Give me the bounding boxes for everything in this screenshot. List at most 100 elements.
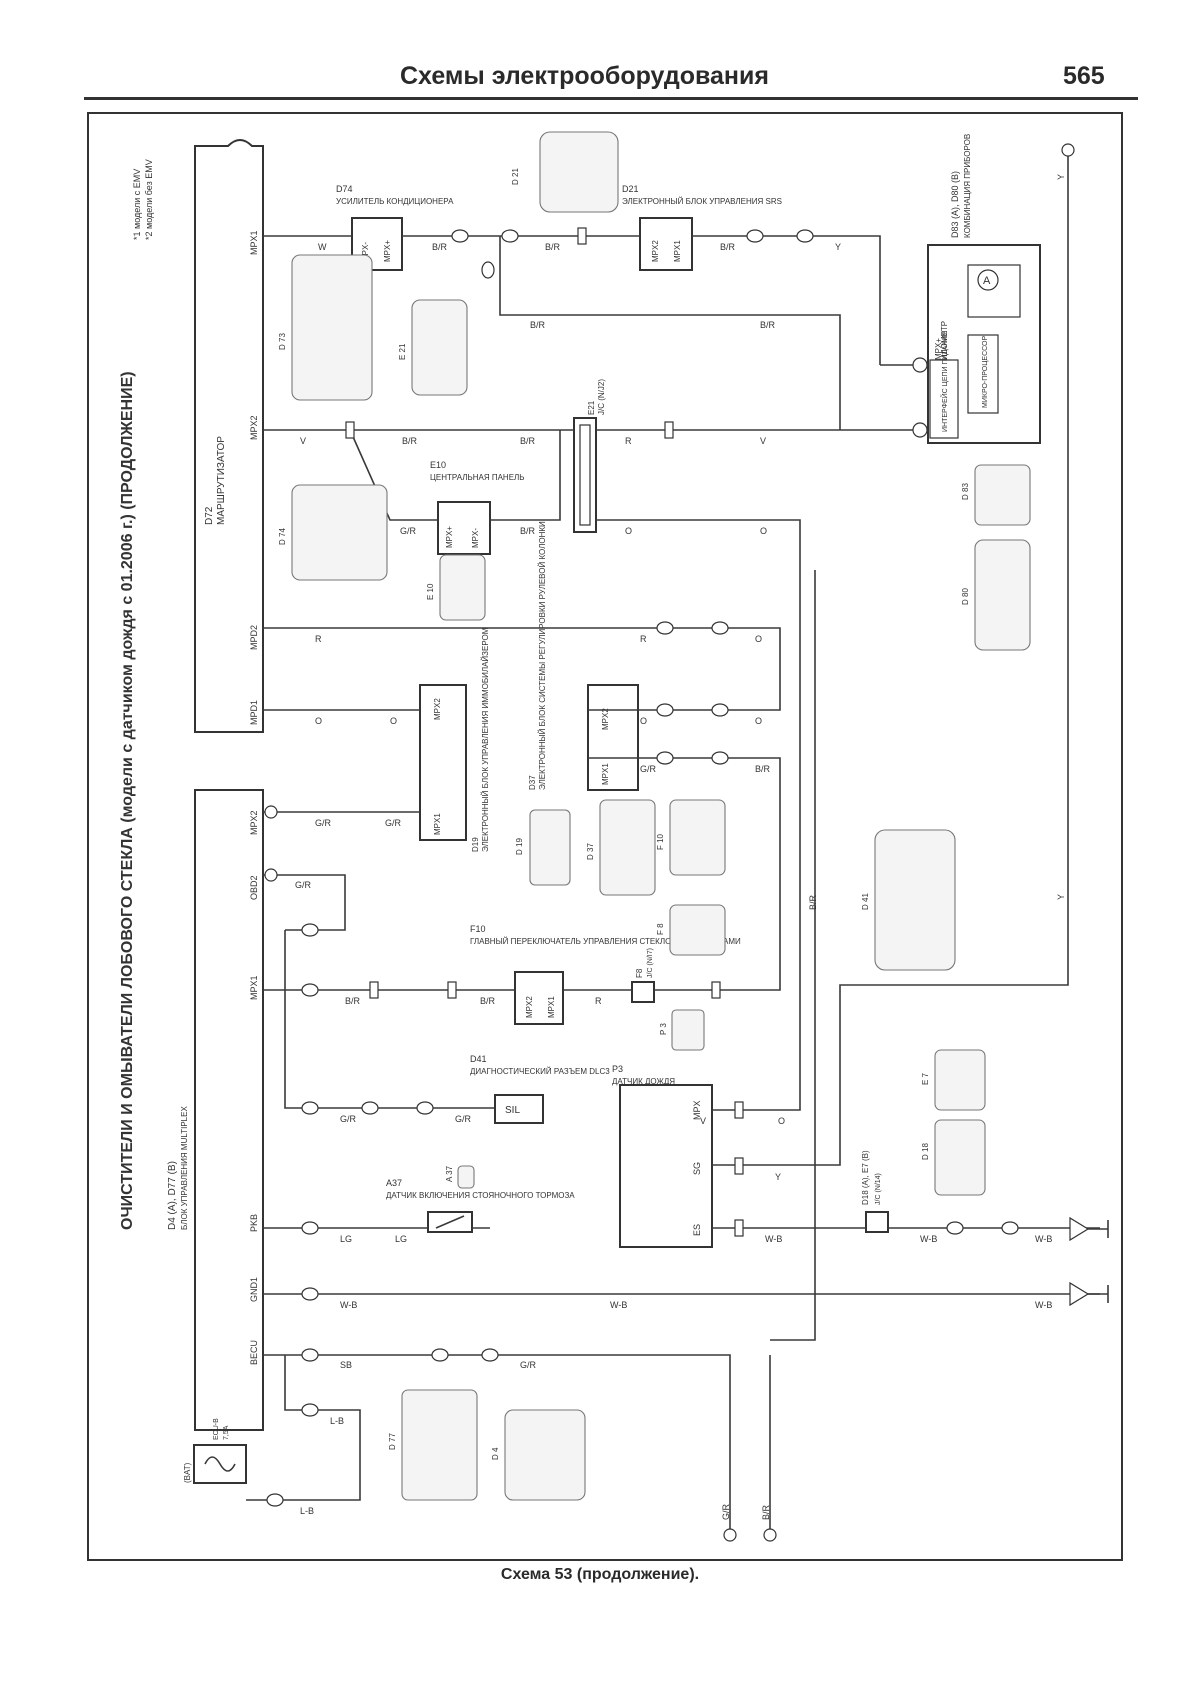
wire-label-br-12: B/R	[808, 894, 818, 910]
note-1: *1 модели с EMV	[132, 169, 142, 240]
p3-pin-sg: SG	[692, 1162, 702, 1175]
conn-label-f8: F 8	[656, 923, 665, 935]
wire-label-r-1: R	[625, 436, 632, 446]
d18-e7-code: D18 (А), E7 (В)	[861, 1150, 870, 1205]
ecu-b-fuse: (BAT) ECU-B 7,5A	[183, 1418, 247, 1484]
conn-label-e10: E 10	[426, 583, 435, 600]
multiplex-pin-mpx1: MPX1	[249, 975, 259, 1000]
d21-name: ЭЛЕКТРОННЫЙ БЛОК УПРАВЛЕНИЯ SRS	[622, 197, 782, 206]
d41-code: D41	[470, 1054, 487, 1064]
d21-srs-unit: D21 ЭЛЕКТРОННЫЙ БЛОК УПРАВЛЕНИЯ SRS MPX2…	[622, 184, 782, 271]
wire-label-v-1: V	[300, 436, 306, 446]
d37-steering-column-unit: D37 ЭЛЕКТРОННЫЙ БЛОК СИСТЕМЫ РЕГУЛИРОВКИ…	[528, 521, 639, 791]
wire-label-sb: SB	[340, 1360, 352, 1370]
wire-label-o-2: O	[760, 526, 767, 536]
wire-label-o-8: O	[778, 1116, 785, 1126]
multiplex-code: D4 (А), D77 (В)	[167, 1161, 178, 1230]
conn-label-d4: D 4	[491, 1447, 500, 1460]
conn-label-d21: D 21	[511, 168, 520, 185]
connector-sketches	[291, 131, 1031, 1501]
wire-label-gr-1: G/R	[400, 526, 417, 536]
multiplex-name: БЛОК УПРАВЛЕНИЯ MULTIPLEX	[180, 1106, 189, 1230]
wire-label-w: W	[318, 242, 327, 252]
wire-label-br-4: B/R	[530, 320, 546, 330]
conn-label-d19: D 19	[515, 838, 524, 855]
wire-label-lb-2: L-B	[300, 1506, 314, 1516]
microprocessor-label: МИКРО-ПРОЦЕССОР	[982, 336, 989, 408]
d37-code: D37	[528, 775, 537, 790]
d21-pin-mpx1: MPX1	[673, 240, 682, 262]
wire-label-wb-3: W-B	[1035, 1234, 1052, 1244]
wire-label-r-4: R	[595, 996, 602, 1006]
p3-pin-es: ES	[692, 1224, 702, 1236]
conn-label-d77: D 77	[388, 1433, 397, 1450]
d41-name: ДИАГНОСТИЧЕСКИЙ РАЗЪЕМ DLC3	[470, 1067, 610, 1076]
multiplex-pin-pkb: PKB	[249, 1214, 259, 1232]
d21-pin-mpx2: MPX2	[651, 240, 660, 262]
multiplex-control-block: D4 (А), D77 (В) БЛОК УПРАВЛЕНИЯ MULTIPLE…	[167, 789, 264, 1431]
diagram-title: ОЧИСТИТЕЛИ И ОМЫВАТЕЛИ ЛОБОВОГО СТЕКЛА (…	[119, 371, 136, 1230]
wire-label-y-1: Y	[835, 242, 841, 252]
f10-pin-mpx2: MPX2	[525, 996, 534, 1018]
diagram-frame	[87, 112, 1123, 1561]
e10-pin-plus: MPX+	[445, 526, 454, 548]
d19-name: ЭЛЕКТРОННЫЙ БЛОК УПРАВЛЕНИЯ ИММОБИЛАЙЗЕР…	[481, 627, 490, 852]
wire-label-o-1: O	[625, 526, 632, 536]
p3-rain-sensor: P3 ДАТЧИК ДОЖДЯ MPX SG ES	[612, 1064, 713, 1248]
wire-label-br-8: B/R	[520, 526, 536, 536]
d74-pin-plus: MPX+	[383, 240, 392, 262]
wire-label-r-3: R	[640, 634, 647, 644]
f10-name: ГЛАВНЫЙ ПЕРЕКЛЮЧАТЕЛЬ УПРАВЛЕНИЯ СТЕКЛОП…	[470, 937, 741, 946]
conn-label-a37: A 37	[445, 1165, 454, 1182]
p3-name: ДАТЧИК ДОЖДЯ	[612, 1077, 675, 1086]
conn-label-d41: D 41	[861, 893, 870, 910]
conn-label-d80: D 80	[961, 588, 970, 605]
wire-label-br-5: B/R	[760, 320, 776, 330]
d41-pin-sil: SIL	[505, 1105, 520, 1116]
f10-pin-mpx1: MPX1	[547, 996, 556, 1018]
wire-label-br-10: B/R	[345, 996, 361, 1006]
wire-label-gr-4: G/R	[385, 818, 402, 828]
d18-e7-junction: D18 (А), E7 (В) J/C (N/14)	[861, 1150, 889, 1233]
combination-meter: D83 (А), D80 (В) КОМБИНАЦИЯ ПРИБОРОВ A С…	[927, 134, 1041, 444]
e21-code: E21	[587, 400, 596, 415]
e10-pin-minus: MPX-	[471, 528, 480, 548]
fuse-name: ECU-B	[213, 1418, 220, 1440]
d74-name: УСИЛИТЕЛЬ КОНДИЦИОНЕРА	[336, 197, 454, 206]
wire-label-gr-9: G/R	[721, 1503, 731, 1520]
wire-label-y-4: Y	[1056, 174, 1066, 180]
wire-label-o-3: O	[755, 634, 762, 644]
wire-label-wb-4: W-B	[340, 1300, 357, 1310]
d74-code: D74	[336, 184, 353, 194]
conn-label-e7: E 7	[921, 1072, 930, 1085]
d19-pin-mpx2: MPX2	[433, 698, 442, 720]
d19-pin-mpx1: MPX1	[433, 813, 442, 835]
wiring	[246, 155, 1100, 1530]
wire-label-gr-8: G/R	[520, 1360, 537, 1370]
wire-label-v-2: V	[760, 436, 766, 446]
conn-label-e21: E 21	[398, 343, 407, 360]
d72-pin-mpx2: MPX2	[249, 415, 259, 440]
fuse-source: (BAT)	[183, 1462, 192, 1483]
conn-label-d74: D 74	[278, 528, 287, 545]
wire-label-br-6: B/R	[402, 436, 418, 446]
ground-symbols	[1069, 1216, 1109, 1307]
wire-label-y-2: Y	[775, 1172, 781, 1182]
d37-name: ЭЛЕКТРОННЫЙ БЛОК СИСТЕМЫ РЕГУЛИРОВКИ РУЛ…	[538, 521, 547, 790]
f8-junction: F8 J/C (N/I7)	[631, 948, 655, 1003]
wire-label-br-11: B/R	[480, 996, 496, 1006]
d72-pin-mpd2: MPD2	[249, 625, 259, 650]
wire-label-wb-1: W-B	[765, 1234, 782, 1244]
wire-label-wb-2: W-B	[920, 1234, 937, 1244]
wire-label-br-7: B/R	[520, 436, 536, 446]
f8-name: J/C (N/I7)	[647, 948, 654, 978]
d72-code: D72	[204, 506, 215, 525]
d41-dlc3-connector: SIL D41 ДИАГНОСТИЧЕСКИЙ РАЗЪЕМ DLC3	[470, 1054, 610, 1124]
wire-label-br-3: B/R	[720, 242, 736, 252]
conn-label-d83: D 83	[961, 483, 970, 500]
e10-code: E10	[430, 460, 446, 470]
wire-label-gr-2: G/R	[640, 764, 657, 774]
wire-label-v-3: V	[700, 1116, 706, 1126]
e10-center-panel: E10 ЦЕНТРАЛЬНАЯ ПАНЕЛЬ MPX+ MPX-	[430, 460, 525, 555]
